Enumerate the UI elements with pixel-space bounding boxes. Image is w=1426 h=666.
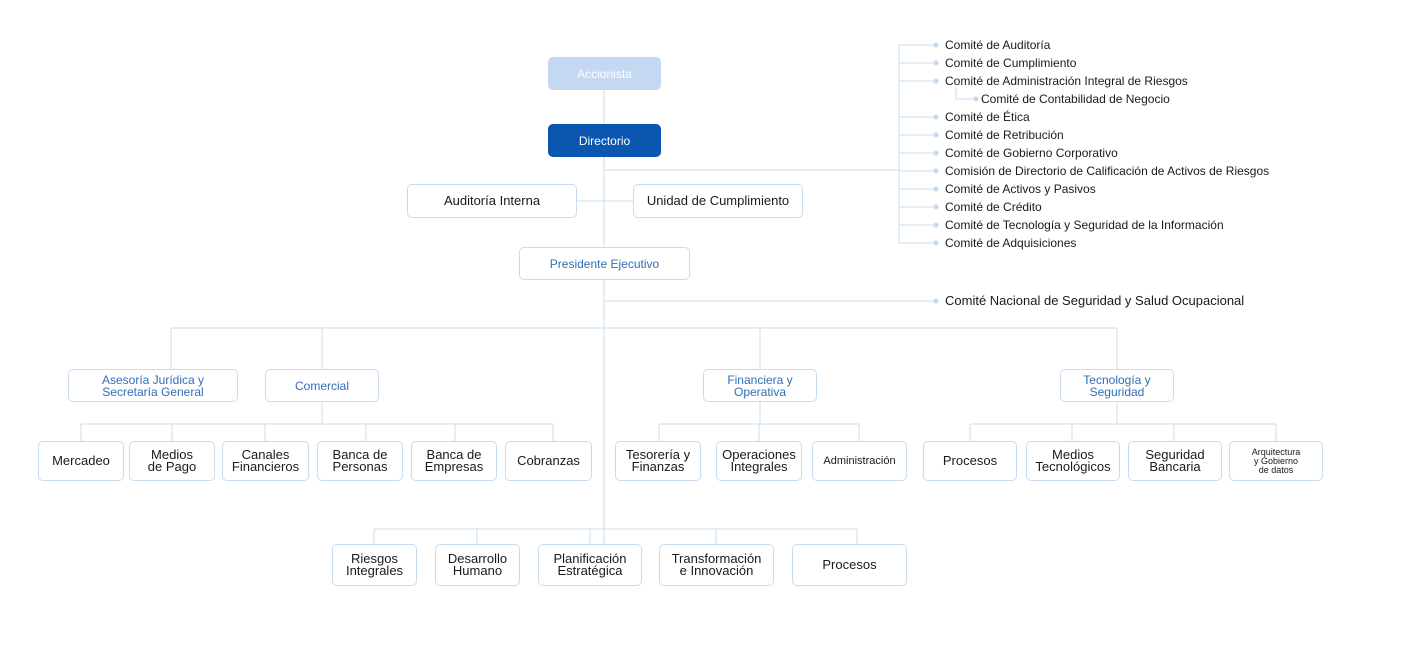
unit-label: Procesos	[942, 453, 998, 468]
unit-label: Medios de Pago	[147, 447, 197, 474]
unit-label: Canales Financieros	[231, 447, 300, 474]
area-tecnologia-label: Tecnología y Seguridad	[1083, 372, 1151, 399]
unit-label: Operaciones Integrales	[722, 447, 796, 474]
auditoria-interna-box: Auditoría Interna	[407, 184, 577, 218]
unit-box: Transformación e Innovación	[659, 544, 774, 586]
unidad-cumplimiento-label: Unidad de Cumplimiento	[646, 193, 790, 208]
unit-box: Cobranzas	[505, 441, 592, 481]
committee-item: Comité de Administración Integral de Rie…	[945, 74, 1188, 88]
area-comercial-label: Comercial	[294, 378, 349, 393]
unit-label: Arquitectura y Gobierno de datos	[1251, 446, 1301, 475]
unit-label: Riesgos Integrales	[345, 551, 404, 578]
unit-label: Medios Tecnológicos	[1035, 447, 1111, 474]
unit-box: Procesos	[792, 544, 907, 586]
committee-item: Comité de Retribución	[945, 128, 1064, 142]
committee-item: Comité de Adquisiciones	[945, 236, 1077, 250]
committee-item: Comité de Auditoría	[945, 38, 1051, 52]
auditoria-interna-label: Auditoría Interna	[443, 193, 541, 208]
unit-label: Banca de Personas	[332, 447, 388, 474]
directorio-label: Directorio	[578, 133, 631, 148]
unidad-cumplimiento-box: Unidad de Cumplimiento	[633, 184, 803, 218]
committee-item: Comité de Activos y Pasivos	[945, 182, 1096, 196]
unit-box: Canales Financieros	[222, 441, 309, 481]
committee-item: Comité de Crédito	[945, 200, 1042, 214]
unit-box: Desarrollo Humano	[435, 544, 520, 586]
area-financiera: Financiera y Operativa	[703, 369, 817, 402]
committee-subitem: Comité de Contabilidad de Negocio	[981, 92, 1170, 106]
accionista-box: Accionista	[548, 57, 661, 90]
committee-item: Comisión de Directorio de Calificación d…	[945, 164, 1270, 178]
unit-box: Medios de Pago	[129, 441, 215, 481]
area-tecnologia: Tecnología y Seguridad	[1060, 369, 1174, 402]
committee-item: Comité de Gobierno Corporativo	[945, 146, 1118, 160]
committee-item: Comité de Tecnología y Seguridad de la I…	[945, 218, 1224, 232]
presidente-ejecutivo-box: Presidente Ejecutivo	[519, 247, 690, 280]
unit-label: Planificación Estratégica	[553, 551, 627, 578]
unit-label: Transformación e Innovación	[671, 551, 762, 578]
area-asesoria-juridica-label: Asesoría Jurídica y Secretaría General	[101, 372, 205, 399]
unit-box: Mercadeo	[38, 441, 124, 481]
area-financiera-label: Financiera y Operativa	[727, 372, 793, 399]
unit-box: Seguridad Bancaria	[1128, 441, 1222, 481]
unit-box: Planificación Estratégica	[538, 544, 642, 586]
committee-item: Comité de Ética	[945, 110, 1030, 124]
unit-box: Tesorería y Finanzas	[615, 441, 701, 481]
unit-box: Operaciones Integrales	[716, 441, 802, 481]
unit-box: Banca de Personas	[317, 441, 403, 481]
unit-box: Medios Tecnológicos	[1026, 441, 1120, 481]
unit-box: Procesos	[923, 441, 1017, 481]
unit-box: Riesgos Integrales	[332, 544, 417, 586]
unit-label: Mercadeo	[52, 453, 110, 468]
unit-label: Seguridad Bancaria	[1145, 447, 1205, 474]
area-comercial: Comercial	[265, 369, 379, 402]
accionista-label: Accionista	[577, 66, 632, 81]
unit-label: Desarrollo Humano	[447, 551, 508, 578]
area-asesoria-juridica: Asesoría Jurídica y Secretaría General	[68, 369, 238, 402]
unit-box: Arquitectura y Gobierno de datos	[1229, 441, 1323, 481]
unit-label: Tesorería y Finanzas	[625, 447, 691, 474]
presidente-ejecutivo-label: Presidente Ejecutivo	[549, 256, 660, 271]
directorio-box: Directorio	[548, 124, 661, 157]
unit-label: Administración	[823, 455, 896, 467]
unit-label: Procesos	[822, 557, 877, 572]
committee-item: Comité de Cumplimiento	[945, 56, 1077, 70]
unit-box: Administración	[812, 441, 907, 481]
unit-label: Banca de Empresas	[424, 447, 484, 474]
unit-label: Cobranzas	[517, 453, 580, 468]
unit-box: Banca de Empresas	[411, 441, 497, 481]
comite-nacional-label: Comité Nacional de Seguridad y Salud Ocu…	[945, 293, 1245, 308]
